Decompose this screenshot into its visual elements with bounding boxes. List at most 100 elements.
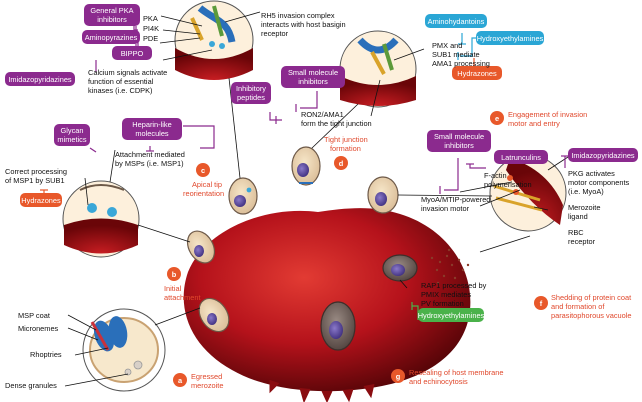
svg-text:Aminopyrazines: Aminopyrazines [85, 33, 138, 42]
step-b: b Initial attachment [164, 267, 201, 302]
label-dense-granules: Dense granules [5, 381, 57, 390]
svg-text:PMIX mediates: PMIX mediates [421, 290, 471, 299]
label-pde: PDE [143, 34, 158, 43]
label-pi4k: PI4K [143, 24, 159, 33]
label-pmx-sub1: PMX and SUB1 mediate AMA1 processing [432, 41, 490, 68]
label-myoa-motor: MyoA/MTIP-powered invasion motor [421, 195, 490, 213]
inhibitor-general-pka: General PKA inhibitors [84, 4, 140, 26]
svg-text:Hydroxyethylamines: Hydroxyethylamines [418, 311, 485, 320]
svg-text:AMA1 processing: AMA1 processing [432, 59, 490, 68]
svg-text:and formation of: and formation of [551, 302, 605, 311]
svg-text:reorientation: reorientation [183, 189, 224, 198]
step-d: d Tight junction formation [324, 135, 368, 170]
svg-text:mimetics: mimetics [57, 135, 86, 144]
svg-text:Apical tip: Apical tip [192, 180, 222, 189]
svg-text:MyoA/MTIP-powered: MyoA/MTIP-powered [421, 195, 490, 204]
svg-text:Inhibitory: Inhibitory [236, 84, 266, 93]
inhibitor-hydrazones-top: Hydrazones [452, 66, 502, 80]
svg-text:Merozoite: Merozoite [568, 203, 600, 212]
svg-text:Correct processing: Correct processing [5, 167, 67, 176]
merozoite-egressed [186, 230, 230, 333]
svg-text:Shedding of protein coat: Shedding of protein coat [551, 293, 631, 302]
inhibitor-imidazopyridazines-right: Imidazopyridazines [568, 148, 638, 162]
inhibitor-hydrazones-left: Hydrazones [20, 193, 62, 207]
inhibitor-small-molecule-right: Small molecule inhibitors [427, 130, 491, 152]
svg-text:Small molecule: Small molecule [288, 68, 338, 77]
inhibitor-hydroxyethylamines-bottom: Hydroxyethylamines [418, 308, 485, 322]
svg-text:F-actin: F-actin [484, 171, 507, 180]
svg-text:d: d [339, 159, 344, 168]
svg-text:Egressed: Egressed [191, 372, 222, 381]
label-factin: F-actin polymerisation [484, 171, 532, 189]
label-calcium-signals: Calcium signals activate function of ess… [88, 68, 167, 95]
merozoite-resealed [320, 301, 356, 351]
svg-text:polymerisation: polymerisation [484, 180, 532, 189]
svg-text:Imidazopyridazines: Imidazopyridazines [571, 151, 635, 160]
svg-text:PMX and: PMX and [432, 41, 462, 50]
zoom-circle-signalling [174, 0, 254, 80]
merozoite-pv-shedding [382, 254, 418, 282]
svg-text:formation: formation [330, 144, 361, 153]
svg-text:Aminohydantoins: Aminohydantoins [428, 17, 485, 26]
label-ron2-ama1: RON2/AMA1 form the tight junction [301, 110, 372, 128]
svg-text:Resealing of host membrane: Resealing of host membrane [409, 368, 504, 377]
shed-protein-coat [430, 248, 470, 285]
inhibitor-peptides: Inhibitory peptides [231, 82, 271, 104]
inhibitor-aminopyrazines: Aminopyrazines [82, 30, 140, 44]
svg-text:inhibitors: inhibitors [298, 77, 328, 86]
svg-text:f: f [540, 299, 543, 308]
svg-text:Calcium signals activate: Calcium signals activate [88, 68, 167, 77]
svg-text:Hydrazones: Hydrazones [21, 196, 61, 205]
svg-text:and echinocytosis: and echinocytosis [409, 377, 468, 386]
svg-text:c: c [201, 166, 205, 175]
svg-text:General PKA: General PKA [90, 6, 133, 15]
step-a: a Egressed merozoite [173, 372, 223, 390]
label-pka: PKA [143, 14, 158, 23]
zoom-circle-motor [489, 154, 567, 232]
svg-text:form the tight junction: form the tight junction [301, 119, 372, 128]
svg-text:Attachment mediated: Attachment mediated [115, 150, 185, 159]
inhibitor-bippo: BIPPO [112, 46, 152, 60]
label-rhoptries: Rhoptries [30, 350, 62, 359]
svg-text:RON2/AMA1: RON2/AMA1 [301, 110, 344, 119]
label-leaders [64, 11, 569, 387]
svg-text:interacts with host basigin: interacts with host basigin [261, 20, 346, 29]
zoom-circle-merozoite-organelles [82, 308, 166, 392]
svg-text:g: g [396, 372, 401, 381]
step-e: e Engagement of invasion motor and entry [490, 110, 587, 128]
svg-text:SUB1 mediate: SUB1 mediate [432, 50, 480, 59]
svg-text:RBC: RBC [568, 228, 584, 237]
inhibitor-latrunculins: Latrunculins [494, 150, 548, 164]
svg-text:inhibitors: inhibitors [444, 141, 474, 150]
merozoite-tight-junction [291, 146, 321, 186]
svg-text:Initial: Initial [164, 284, 182, 293]
svg-text:of MSP1 by SUB1: of MSP1 by SUB1 [5, 176, 65, 185]
svg-text:ligand: ligand [568, 212, 588, 221]
merozoite-reorientation [228, 177, 258, 215]
label-micronemes: Micronemes [18, 324, 59, 333]
svg-text:Imidazopyridazines: Imidazopyridazines [8, 75, 72, 84]
label-msp1-processing: Correct processing of MSP1 by SUB1 [5, 167, 67, 185]
svg-text:e: e [495, 114, 499, 123]
zoom-circle-attachment [62, 180, 140, 258]
svg-text:Engagement of invasion: Engagement of invasion [508, 110, 587, 119]
red-blood-cell [183, 208, 471, 402]
label-rh5: RH5 invasion complex interacts with host… [261, 11, 346, 38]
label-msp-coat: MSP coat [18, 311, 50, 320]
inhibitor-aminohydantoins: Aminohydantoins [425, 14, 487, 28]
svg-text:b: b [172, 270, 177, 279]
label-rap1: RAP1 processed by PMIX mediates PV forma… [421, 281, 487, 308]
svg-text:RH5 invasion complex: RH5 invasion complex [261, 11, 335, 20]
svg-text:parasitophorous vacuole: parasitophorous vacuole [551, 311, 632, 320]
svg-text:merozoite: merozoite [191, 381, 223, 390]
svg-text:Heparin-like: Heparin-like [132, 120, 171, 129]
svg-text:kinases (i.e. CDPK): kinases (i.e. CDPK) [88, 86, 152, 95]
svg-text:invasion motor: invasion motor [421, 204, 470, 213]
inhibitor-heparin-like: Heparin-like molecules [122, 118, 182, 140]
svg-text:peptides: peptides [237, 93, 265, 102]
zoom-circle-tight-junction [339, 30, 417, 108]
zoom-connectors [137, 77, 493, 326]
svg-text:Latrunculins: Latrunculins [501, 153, 541, 162]
label-attachment-msp: Attachment mediated by MSPs (i.e. MSP1) [115, 150, 185, 168]
